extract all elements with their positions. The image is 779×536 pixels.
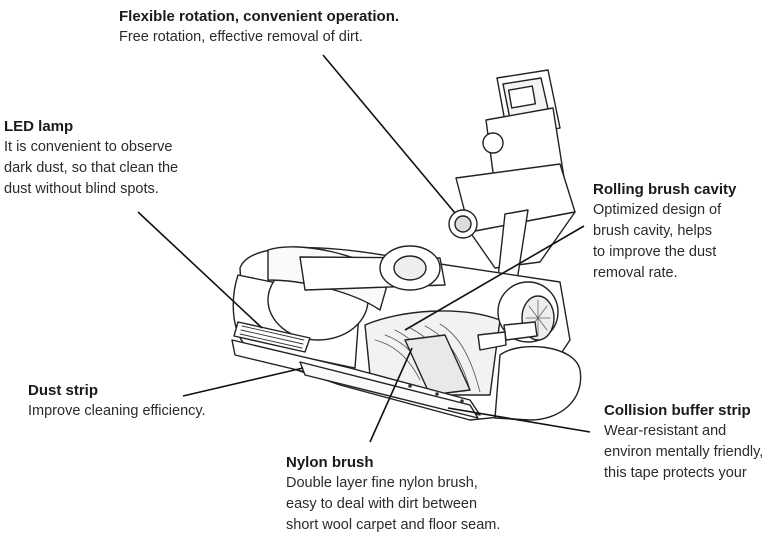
callout-cavity-line: brush cavity, helps [593,223,713,239]
callout-buffer-line: Wear-resistant and [604,423,727,439]
callout-rotation-line: Free rotation, effective removal of dirt… [119,29,363,45]
leader-rotation [322,54,456,214]
leader-nylon [369,347,413,443]
led-strip [233,321,311,353]
dust-strip-edge [299,361,479,419]
callout-rotation: Flexible rotation, convenient operation.… [119,6,399,48]
side-bumper [494,345,582,421]
callout-buffer: Collision buffer strip Wear-resistant an… [604,400,763,484]
callout-cavity-line: to improve the dust [593,244,717,260]
leader-led [137,211,263,329]
callout-nylon-title: Nylon brush [286,454,374,471]
callout-nylon-line: Double layer fine nylon brush, [286,475,478,491]
callout-cavity-line: removal rate. [593,265,678,281]
callout-dust-strip-title: Dust strip [28,382,99,399]
callout-led-line: dust without blind spots. [4,181,159,197]
callout-dust-strip: Dust strip Improve cleaning efficiency. [28,380,206,422]
connector-neck [448,69,576,301]
leader-cavity [404,225,585,331]
callout-buffer-line: this tape protects your [604,465,747,481]
callout-cavity: Rolling brush cavity Optimized design of… [593,179,736,284]
callout-nylon-line: short wool carpet and floor seam. [286,517,501,533]
callout-nylon: Nylon brush Double layer fine nylon brus… [286,452,500,536]
callout-led-line: It is convenient to observe [4,139,173,155]
callout-buffer-title: Collision buffer strip [604,402,751,419]
callout-rotation-title: Flexible rotation, convenient operation. [119,8,400,25]
callout-dust-strip-line: Improve cleaning efficiency. [28,403,206,419]
callout-buffer-line: environ mentally friendly, [604,444,764,460]
callout-led-line: dark dust, so that clean the [4,160,179,176]
callout-cavity-line: Optimized design of [593,202,722,218]
leader-buffer [447,407,591,433]
callout-led: LED lamp It is convenient to observe dar… [4,116,178,200]
callout-nylon-line: easy to deal with dirt between [286,496,478,512]
callout-led-title: LED lamp [4,118,74,135]
leader-dust-strip [182,367,304,397]
rear-wheel-left [379,245,441,291]
callout-cavity-title: Rolling brush cavity [593,181,737,198]
